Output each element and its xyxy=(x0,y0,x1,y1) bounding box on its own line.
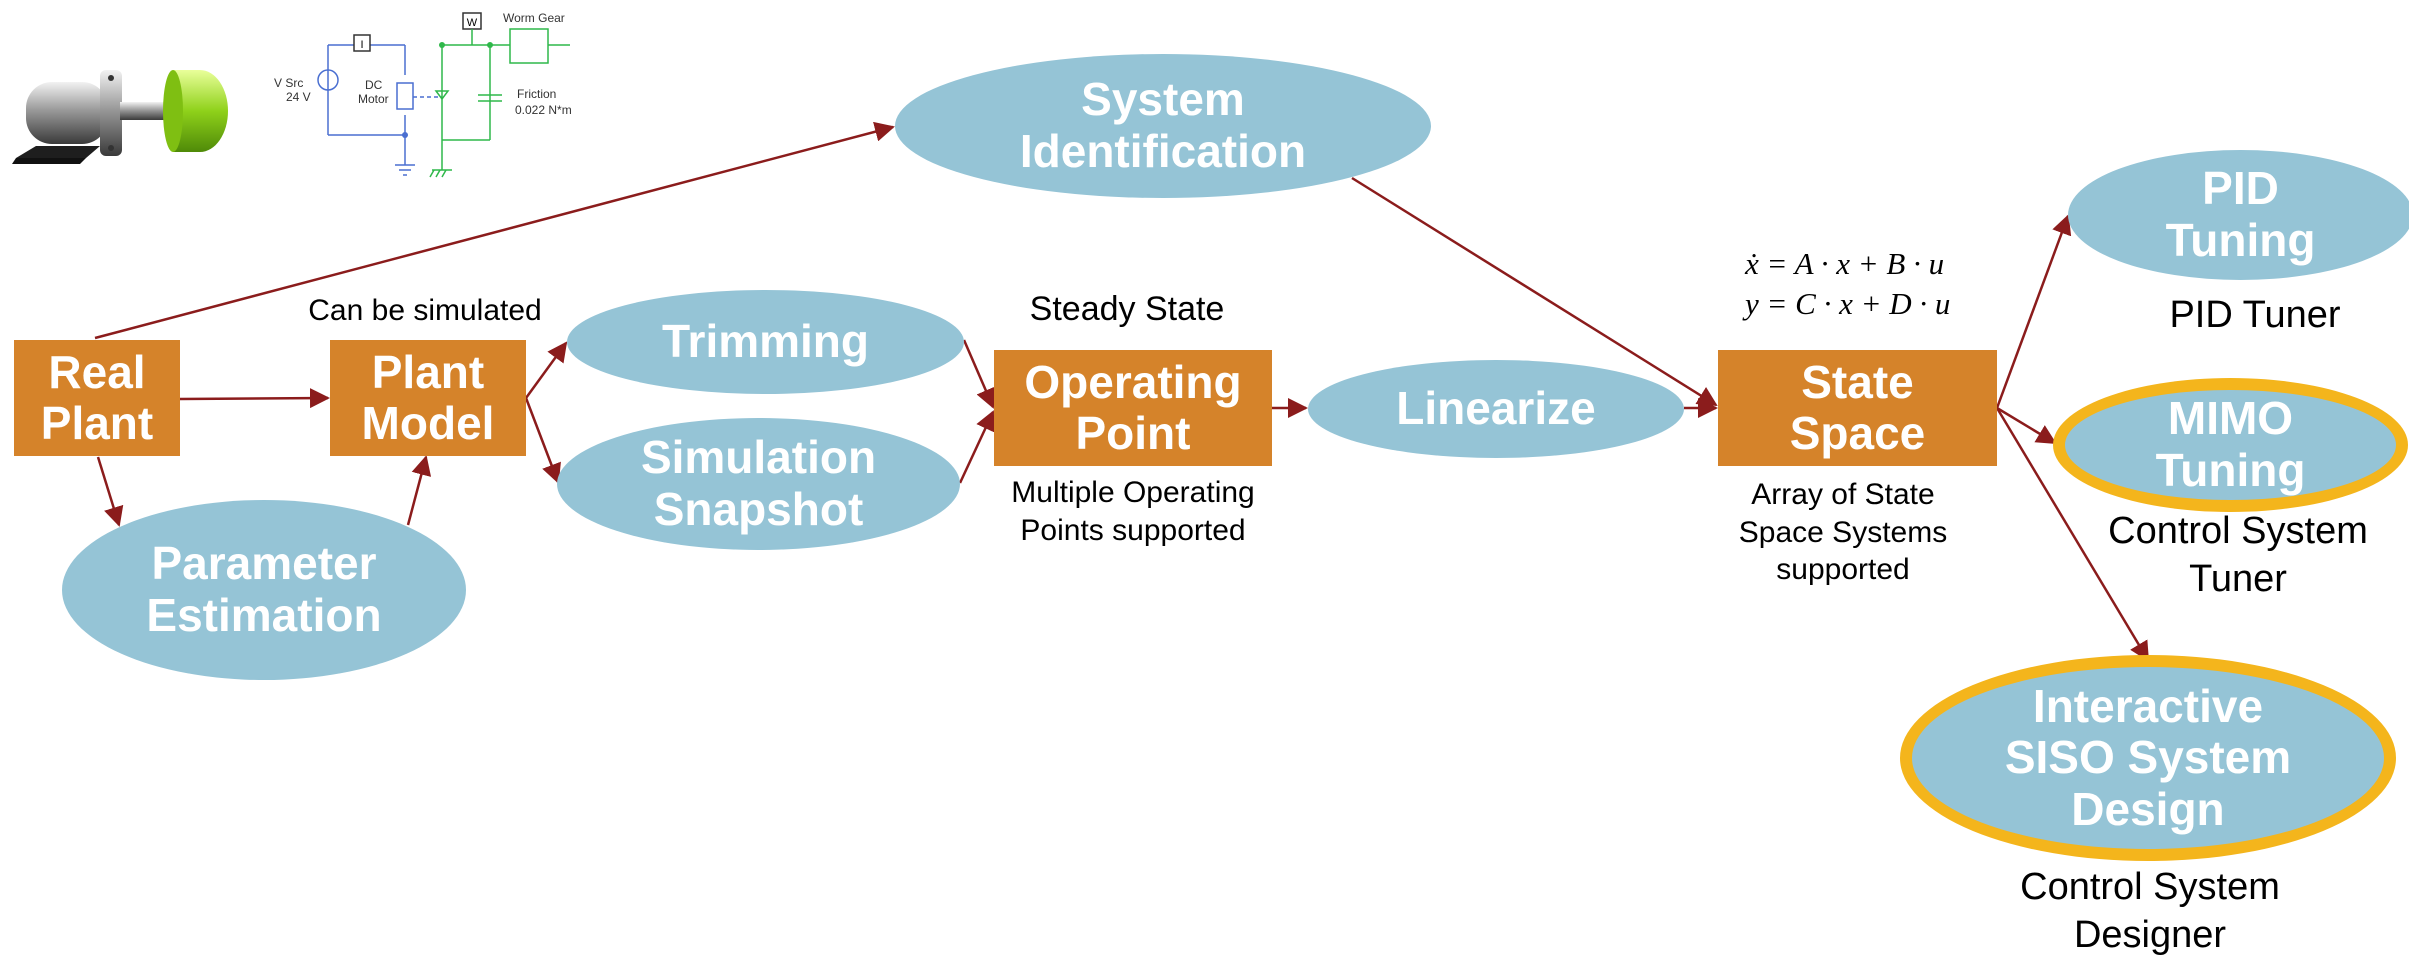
arrow-realplant-to-paramest xyxy=(96,456,124,527)
arrow-trimming-to-oppoint xyxy=(962,339,996,409)
pid-tuner-caption: PID Tuner xyxy=(2169,294,2341,336)
vsrc-value: 24 V xyxy=(286,90,311,104)
speed-sensor-label: W xyxy=(467,17,478,29)
arrow-plantmodel-to-trimming xyxy=(524,341,568,399)
linearize-ellipse: Linearize xyxy=(1308,360,1684,458)
real-plant-box: Real Plant xyxy=(14,340,180,456)
arrow-snapshot-to-oppoint xyxy=(958,410,995,484)
state-equation: ẋ = A · x + B · u xyxy=(1745,246,1945,281)
can-be-simulated-caption: Can be simulated xyxy=(308,294,542,327)
dc-motor-label-1: DC xyxy=(365,78,383,92)
array-state-space-caption: Array of State Space Systems supported xyxy=(1738,478,1948,586)
arrow-realplant-to-sysid xyxy=(94,121,895,340)
arrow-statespace-to-pid xyxy=(1995,214,2072,409)
circuit-schematic: I W V Src 24 V xyxy=(274,11,572,178)
interactive-siso-ellipse: Interactive SISO System Design xyxy=(1900,655,2396,861)
dc-motor-label-2: Motor xyxy=(358,92,389,106)
plant-model-box: Plant Model xyxy=(330,340,526,456)
current-sensor-box xyxy=(353,34,371,52)
operating-point-box: Operating Point xyxy=(994,350,1272,466)
control-system-designer-caption: Control System Designer xyxy=(2020,866,2280,956)
arrow-paramest-to-plantmodel xyxy=(406,455,432,526)
simulation-snapshot-ellipse: Simulation Snapshot xyxy=(557,418,960,550)
worm-gear-label: Worm Gear xyxy=(503,11,565,25)
current-sensor-label: I xyxy=(360,39,363,51)
arrow-statespace-to-mimo xyxy=(1996,406,2057,445)
state-space-box: State Space xyxy=(1718,350,1997,466)
system-identification-ellipse: System Identification xyxy=(895,54,1431,198)
mimo-tuning-ellipse: MIMO Tuning xyxy=(2053,378,2408,512)
steady-state-caption: Steady State xyxy=(1029,290,1225,328)
arrow-realplant-to-plantmodel xyxy=(179,388,330,409)
trimming-ellipse: Trimming xyxy=(567,290,964,394)
parameter-estimation-ellipse: Parameter Estimation xyxy=(62,500,466,680)
pid-tuning-ellipse: PID Tuning xyxy=(2068,150,2409,280)
output-equation: y = C · x + D · u xyxy=(1745,286,1951,321)
arrow-statespace-to-siso xyxy=(1995,407,2150,662)
arrow-plantmodel-to-snapshot xyxy=(524,397,561,484)
friction-value: 0.022 N*m xyxy=(515,103,572,117)
multiple-operating-points-caption: Multiple Operating Points supported xyxy=(1011,476,1255,547)
motor-illustration xyxy=(12,70,228,164)
friction-label: Friction xyxy=(517,87,556,101)
arrow-sysid-to-statespace xyxy=(1351,176,1718,407)
vsrc-label: V Src xyxy=(274,76,303,90)
control-system-tuner-caption: Control System Tuner xyxy=(2108,510,2368,600)
